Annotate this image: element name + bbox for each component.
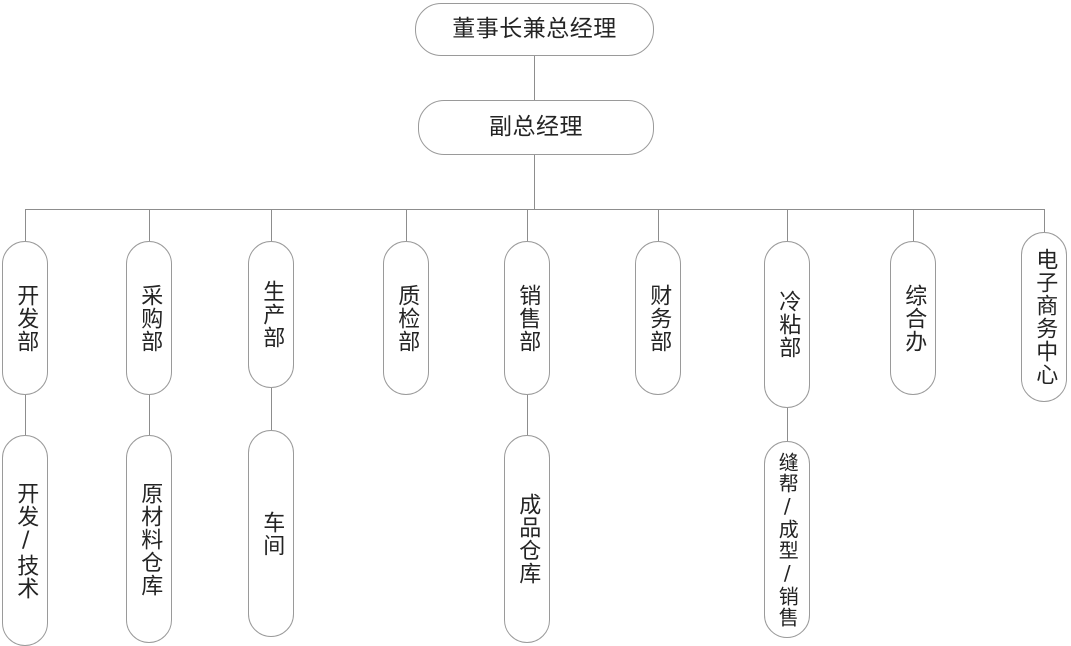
node-department-7-label: 综合办 [901, 283, 927, 353]
connector-bus-to-dept-2 [271, 209, 272, 241]
node-subdepartment-6[interactable]: 缝帮/成型/销售 [764, 441, 810, 638]
connector-dept-6-to-sub [787, 408, 788, 441]
connector-dept-2-to-sub [271, 388, 272, 430]
node-department-5-label: 财务部 [646, 283, 672, 353]
node-department-4[interactable]: 销售部 [504, 241, 550, 395]
node-department-0-label: 开发部 [13, 283, 39, 353]
node-chairman-label: 董事长兼总经理 [452, 15, 617, 42]
node-subdepartment-2[interactable]: 车间 [248, 430, 294, 637]
node-department-7[interactable]: 综合办 [890, 241, 936, 395]
node-subdepartment-4-label: 成品仓库 [515, 493, 541, 585]
connector-bus-to-dept-5 [658, 209, 659, 241]
connector-dept-1-to-sub [149, 395, 150, 435]
node-department-2-label: 生产部 [259, 280, 285, 349]
node-department-1[interactable]: 采购部 [126, 241, 172, 395]
node-chairman[interactable]: 董事长兼总经理 [415, 3, 654, 56]
connector-dept-0-to-sub [25, 395, 26, 435]
node-subdepartment-0[interactable]: 开发/技术 [2, 435, 48, 646]
department-bus-line [25, 209, 1044, 210]
node-department-0[interactable]: 开发部 [2, 241, 48, 395]
node-department-8-label: 电子商务中心 [1032, 248, 1058, 386]
connector-bus-to-dept-1 [149, 209, 150, 241]
node-department-8[interactable]: 电子商务中心 [1021, 232, 1067, 402]
node-subdepartment-2-label: 车间 [259, 510, 285, 557]
node-subdepartment-0-label: 开发/技术 [13, 481, 39, 600]
node-department-4-label: 销售部 [515, 283, 541, 353]
node-deputy[interactable]: 副总经理 [418, 100, 654, 155]
node-department-3-label: 质检部 [394, 283, 420, 353]
connector-bus-to-dept-6 [787, 209, 788, 241]
node-department-5[interactable]: 财务部 [635, 241, 681, 395]
node-department-3[interactable]: 质检部 [383, 241, 429, 395]
connector-bus-to-dept-0 [25, 209, 26, 241]
connector-chairman-to-deputy [534, 56, 535, 101]
node-subdepartment-1-label: 原材料仓库 [137, 481, 163, 597]
node-subdepartment-1[interactable]: 原材料仓库 [126, 435, 172, 643]
connector-bus-to-dept-4 [527, 209, 528, 241]
node-subdepartment-6-label: 缝帮/成型/销售 [775, 451, 800, 628]
connector-bus-to-dept-3 [406, 209, 407, 241]
node-department-6-label: 冷粘部 [775, 290, 801, 359]
connector-dept-4-to-sub [527, 395, 528, 435]
connector-deputy-to-bus [534, 155, 535, 209]
connector-bus-to-dept-8 [1044, 209, 1045, 232]
connector-bus-to-dept-7 [913, 209, 914, 241]
node-department-1-label: 采购部 [137, 283, 163, 353]
node-department-6[interactable]: 冷粘部 [764, 241, 810, 408]
node-deputy-label: 副总经理 [489, 113, 583, 140]
node-department-2[interactable]: 生产部 [248, 241, 294, 388]
node-subdepartment-4[interactable]: 成品仓库 [504, 435, 550, 643]
